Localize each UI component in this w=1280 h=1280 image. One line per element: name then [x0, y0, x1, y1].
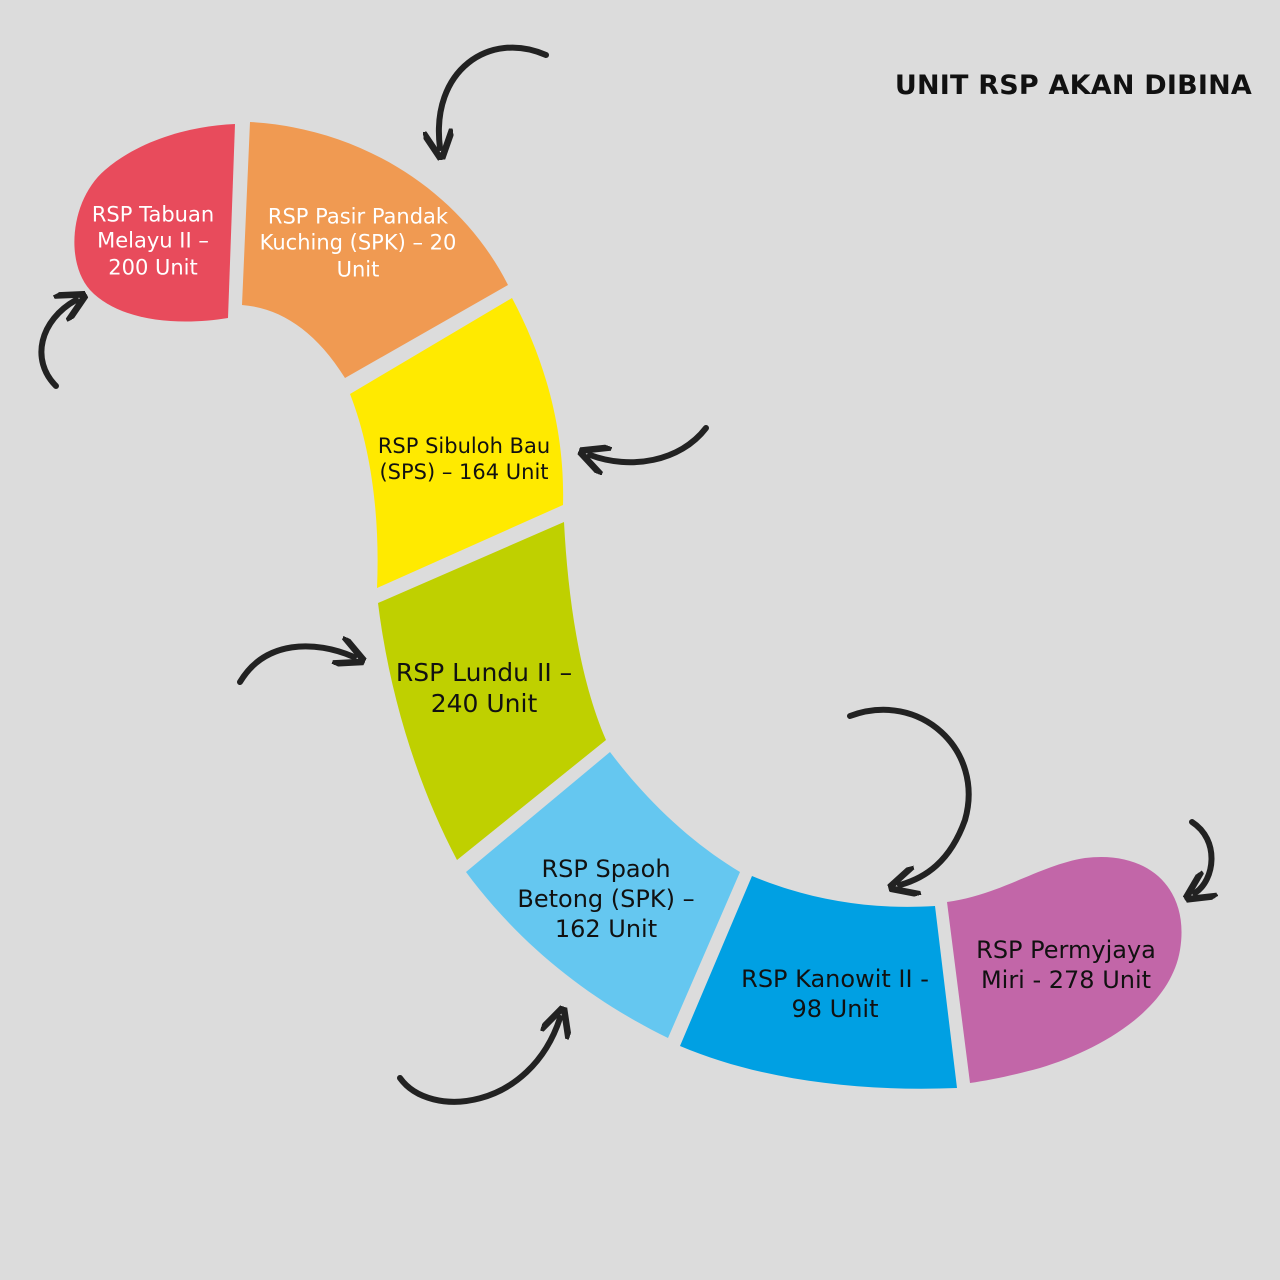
label-lundu: RSP Lundu II – 240 Unit — [395, 657, 573, 718]
segment-kanowit — [680, 876, 957, 1089]
label-kanowit: RSP Kanowit II - 98 Unit — [741, 965, 929, 1023]
segment-pasir-pandak — [242, 122, 508, 378]
label-pasir-pandak: RSP Pasir Pandak Kuching (SPK) – 20 Unit — [259, 204, 457, 282]
label-spaoh-betong: RSP Spaoh Betong (SPK) – 162 Unit — [517, 855, 695, 943]
segment-permyjaya — [947, 856, 1182, 1083]
arrow-far-right — [1192, 819, 1212, 893]
arrow-lower-right — [847, 706, 972, 885]
segment-sibuloh-bau — [350, 298, 564, 588]
arrow-bottom-left — [397, 1018, 560, 1105]
page-title: UNIT RSP AKAN DIBINA — [894, 70, 1252, 101]
arrow-top-center — [439, 44, 549, 148]
arrow-middle-right — [590, 425, 709, 462]
arrows-group — [38, 44, 1212, 1105]
label-tabuan-melayu: RSP Tabuan Melayu II – 200 Unit — [91, 202, 215, 280]
label-permyjaya: RSP Permyjaya Miri - 278 Unit — [976, 936, 1156, 994]
segment-spaoh-betong — [466, 752, 740, 1038]
arrow-top-left — [38, 300, 76, 389]
arrow-middle-left — [237, 646, 354, 685]
label-sibuloh-bau: RSP Sibuloh Bau (SPS) – 164 Unit — [377, 433, 551, 484]
segment-lundu — [378, 522, 606, 860]
segment-tabuan-melayu — [74, 124, 235, 322]
